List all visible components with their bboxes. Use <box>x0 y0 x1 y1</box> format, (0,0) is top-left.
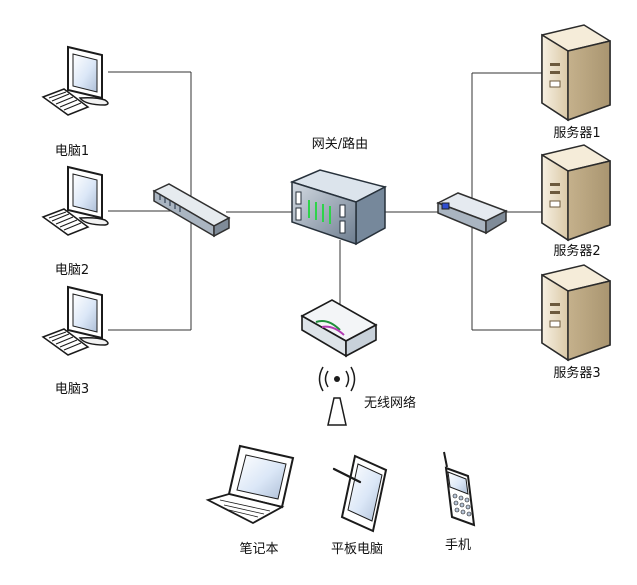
antenna-icon <box>318 366 356 426</box>
wireless-network-label: 无线网络 <box>364 396 417 411</box>
server3-icon <box>541 264 611 361</box>
server1-label: 服务器1 <box>553 126 601 141</box>
pc2-label: 电脑2 <box>54 263 90 278</box>
server1-icon <box>541 24 611 121</box>
server3-label: 服务器3 <box>553 366 601 381</box>
phone-label: 手机 <box>444 538 472 553</box>
server2-icon <box>541 144 611 241</box>
left-switch-icon <box>152 183 231 238</box>
wireless-access-point-icon <box>300 299 378 358</box>
pc2-icon <box>42 166 109 236</box>
tablet-icon <box>332 454 388 533</box>
pc3-icon <box>42 286 109 356</box>
mobile-phone-icon <box>443 451 476 527</box>
pc3-label: 电脑3 <box>54 382 90 397</box>
gateway-label: 网关/路由 <box>311 137 369 152</box>
pc1-icon <box>42 46 109 116</box>
tablet-label: 平板电脑 <box>330 542 384 557</box>
pc1-label: 电脑1 <box>54 144 90 159</box>
laptop-label: 笔记本 <box>239 542 279 557</box>
server2-label: 服务器2 <box>553 244 601 259</box>
right-switch-icon <box>436 192 508 235</box>
gateway-router-icon <box>289 169 388 246</box>
laptop-icon <box>205 444 295 525</box>
